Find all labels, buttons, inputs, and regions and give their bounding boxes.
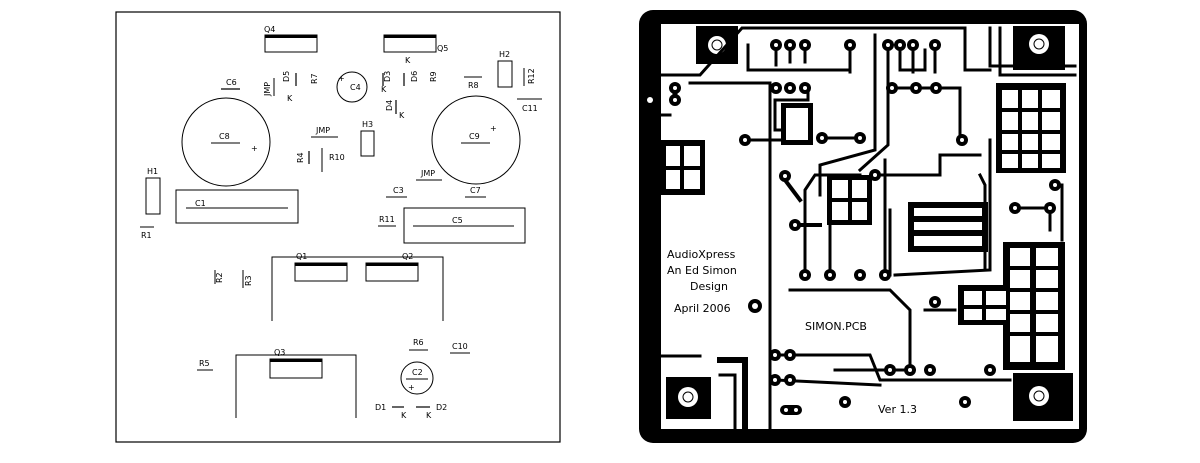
q3-heatsink: [235, 354, 357, 418]
h2-outline: [497, 60, 513, 88]
h1-label: H1: [147, 167, 158, 176]
q3-label: Q3: [274, 348, 285, 357]
c9-outline: [431, 95, 521, 185]
c8-outline: [181, 97, 271, 187]
q4-label: Q4: [264, 25, 275, 34]
q5-tab: [384, 35, 436, 38]
c11-label: C11: [522, 104, 538, 113]
c6-label: C6: [226, 78, 237, 87]
c2-label: C2: [412, 368, 423, 377]
r4-label: R4: [296, 152, 305, 163]
pcb-board-name: SIMON.PCB: [805, 320, 867, 333]
h3-label: H3: [362, 120, 373, 129]
q2-tab: [366, 263, 418, 266]
c4-label: C4: [350, 83, 361, 92]
d2-k-label: K: [426, 411, 432, 420]
pcb-text-line-4: April 2006: [674, 302, 731, 315]
pcb-version: Ver 1.3: [878, 403, 917, 416]
r8-label: R8: [468, 81, 479, 90]
d5-k-label: K: [287, 94, 293, 103]
pcb-text-line-2: An Ed Simon: [667, 264, 737, 277]
silkscreen-border: [115, 11, 561, 443]
h1-outline: [145, 177, 161, 215]
pcb-pour-windows: [666, 90, 1060, 362]
pcb-text-block: AudioXpress An Ed Simon Design April 200…: [667, 248, 917, 416]
r12-label: R12: [527, 68, 536, 84]
r1-label: R1: [141, 231, 152, 240]
c8-label: C8: [219, 132, 230, 141]
c4-outline: [336, 71, 368, 103]
q1-q2-heatsink: [271, 256, 444, 321]
d5-label: D5: [282, 71, 291, 82]
q3-tab: [270, 359, 322, 362]
jmp-b-label: JMP: [315, 126, 330, 135]
pcb-corner-pads: [666, 26, 1073, 421]
c9-plus: +: [490, 124, 497, 133]
c10-label: C10: [452, 342, 468, 351]
c1-label: C1: [195, 199, 206, 208]
pcb-pads: [669, 39, 1061, 415]
d2-label: D2: [436, 403, 447, 412]
jmp-a-label: JMP: [263, 82, 272, 97]
pcb-artwork: AudioXpress An Ed Simon Design April 200…: [639, 10, 1087, 443]
jmp-c-label: JMP: [420, 169, 435, 178]
c8-plus: +: [251, 144, 258, 153]
r10-label: R10: [329, 153, 345, 162]
d4-k-label: K: [399, 111, 405, 120]
q2-label: Q2: [402, 252, 413, 261]
c3-label: C3: [393, 186, 404, 195]
q1-label: Q1: [296, 252, 307, 261]
r11-label: R11: [379, 215, 395, 224]
pcb-text-line-3: Design: [690, 280, 728, 293]
d1-k-label: K: [401, 411, 407, 420]
c9-label: C9: [469, 132, 480, 141]
h2-label: H2: [499, 50, 510, 59]
c5-outline: [403, 207, 526, 244]
c2-outline: [400, 361, 434, 395]
pcb-text-line-1: AudioXpress: [667, 248, 736, 261]
q4-tab: [265, 35, 317, 38]
d1-label: D1: [375, 403, 386, 412]
q5-k-label: K: [405, 56, 411, 65]
d3-label: D3: [383, 71, 392, 82]
q1-tab: [295, 263, 347, 266]
r9-label: R9: [429, 71, 438, 82]
h3-outline: [360, 130, 375, 157]
c4-plus: +: [338, 74, 345, 83]
r2-label: R2: [215, 272, 224, 283]
pcb-edge-hole: [647, 97, 653, 103]
c5-label: C5: [452, 216, 463, 225]
silkscreen-layout: Q4 Q5 K C6 JMP D5 K R7 C4 + D3 K D6 R9 H…: [115, 11, 561, 443]
q5-label: Q5: [437, 44, 448, 53]
d4-label: D4: [385, 100, 394, 111]
d6-label: D6: [410, 71, 419, 82]
c7-label: C7: [470, 186, 481, 195]
r6-label: R6: [413, 338, 424, 347]
r3-label: R3: [244, 275, 253, 286]
c2-plus: +: [408, 383, 415, 392]
c1-outline: [175, 189, 299, 224]
r7-label: R7: [310, 73, 319, 84]
r5-label: R5: [199, 359, 210, 368]
d3-k-label: K: [381, 85, 387, 94]
